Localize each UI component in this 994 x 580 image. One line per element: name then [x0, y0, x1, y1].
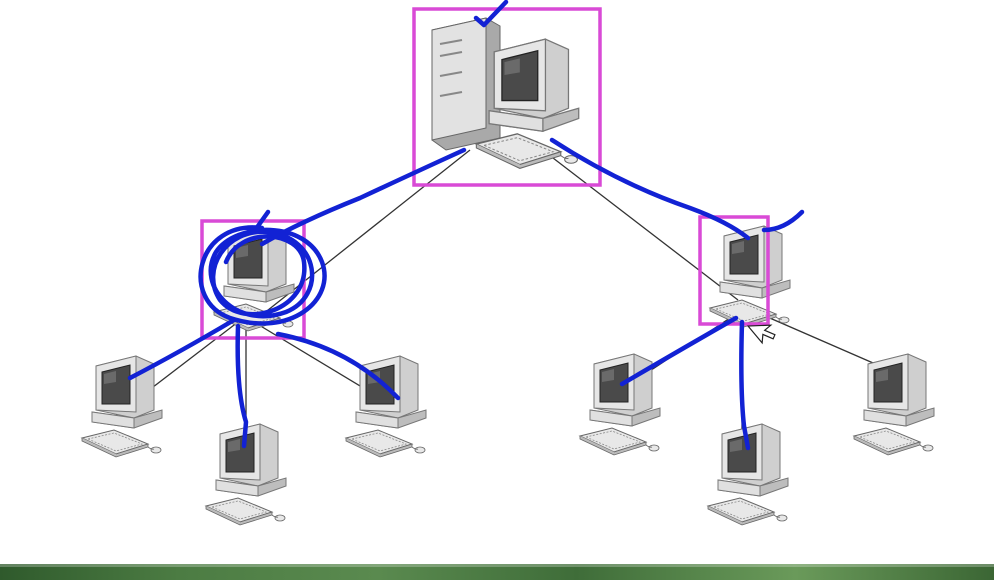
- ink-tick-hub-left: [255, 209, 271, 229]
- ink-trace-server-hub-left: [259, 147, 467, 247]
- computer-workstation-icon: [81, 355, 163, 458]
- highlight-box-hub-right: [698, 215, 770, 326]
- cable-server-hub-right: [539, 147, 739, 301]
- ink-circle-hub-left: [198, 225, 327, 326]
- hub-right-node: [709, 225, 791, 328]
- slide-footer-band: [0, 564, 994, 580]
- ink-trace-server-hub-right: [549, 137, 751, 241]
- ink-annotation-layer: [127, 0, 805, 451]
- cable-hub-right-leaf-3: [755, 311, 881, 367]
- leaf-right-3-node: [853, 353, 935, 456]
- server-node: [431, 17, 580, 170]
- ink-trace-hub-left-leaf-3: [275, 331, 401, 401]
- leaf-left-1-node: [81, 355, 163, 458]
- ink-trace-hub-right-leaf-1: [619, 315, 739, 387]
- highlight-box-server: [412, 7, 602, 187]
- ink-trace-hub-right-leaf-2: [739, 319, 751, 451]
- server-tower-icon: [431, 17, 501, 151]
- computer-workstation-icon: [709, 225, 791, 328]
- leaf-left-3-node: [345, 355, 427, 458]
- cable-hub-left-leaf-3: [253, 321, 381, 399]
- ink-checkmark-server: [473, 0, 509, 28]
- ink-trace-hub-left-leaf-1: [127, 317, 237, 381]
- computer-workstation-icon: [345, 355, 427, 458]
- ink-checkmark-hub-right: [761, 209, 805, 233]
- computer-workstation-icon: [853, 353, 935, 456]
- mouse-pointer-icon: [746, 324, 776, 345]
- ink-trace-hub-left-leaf-2: [235, 323, 249, 449]
